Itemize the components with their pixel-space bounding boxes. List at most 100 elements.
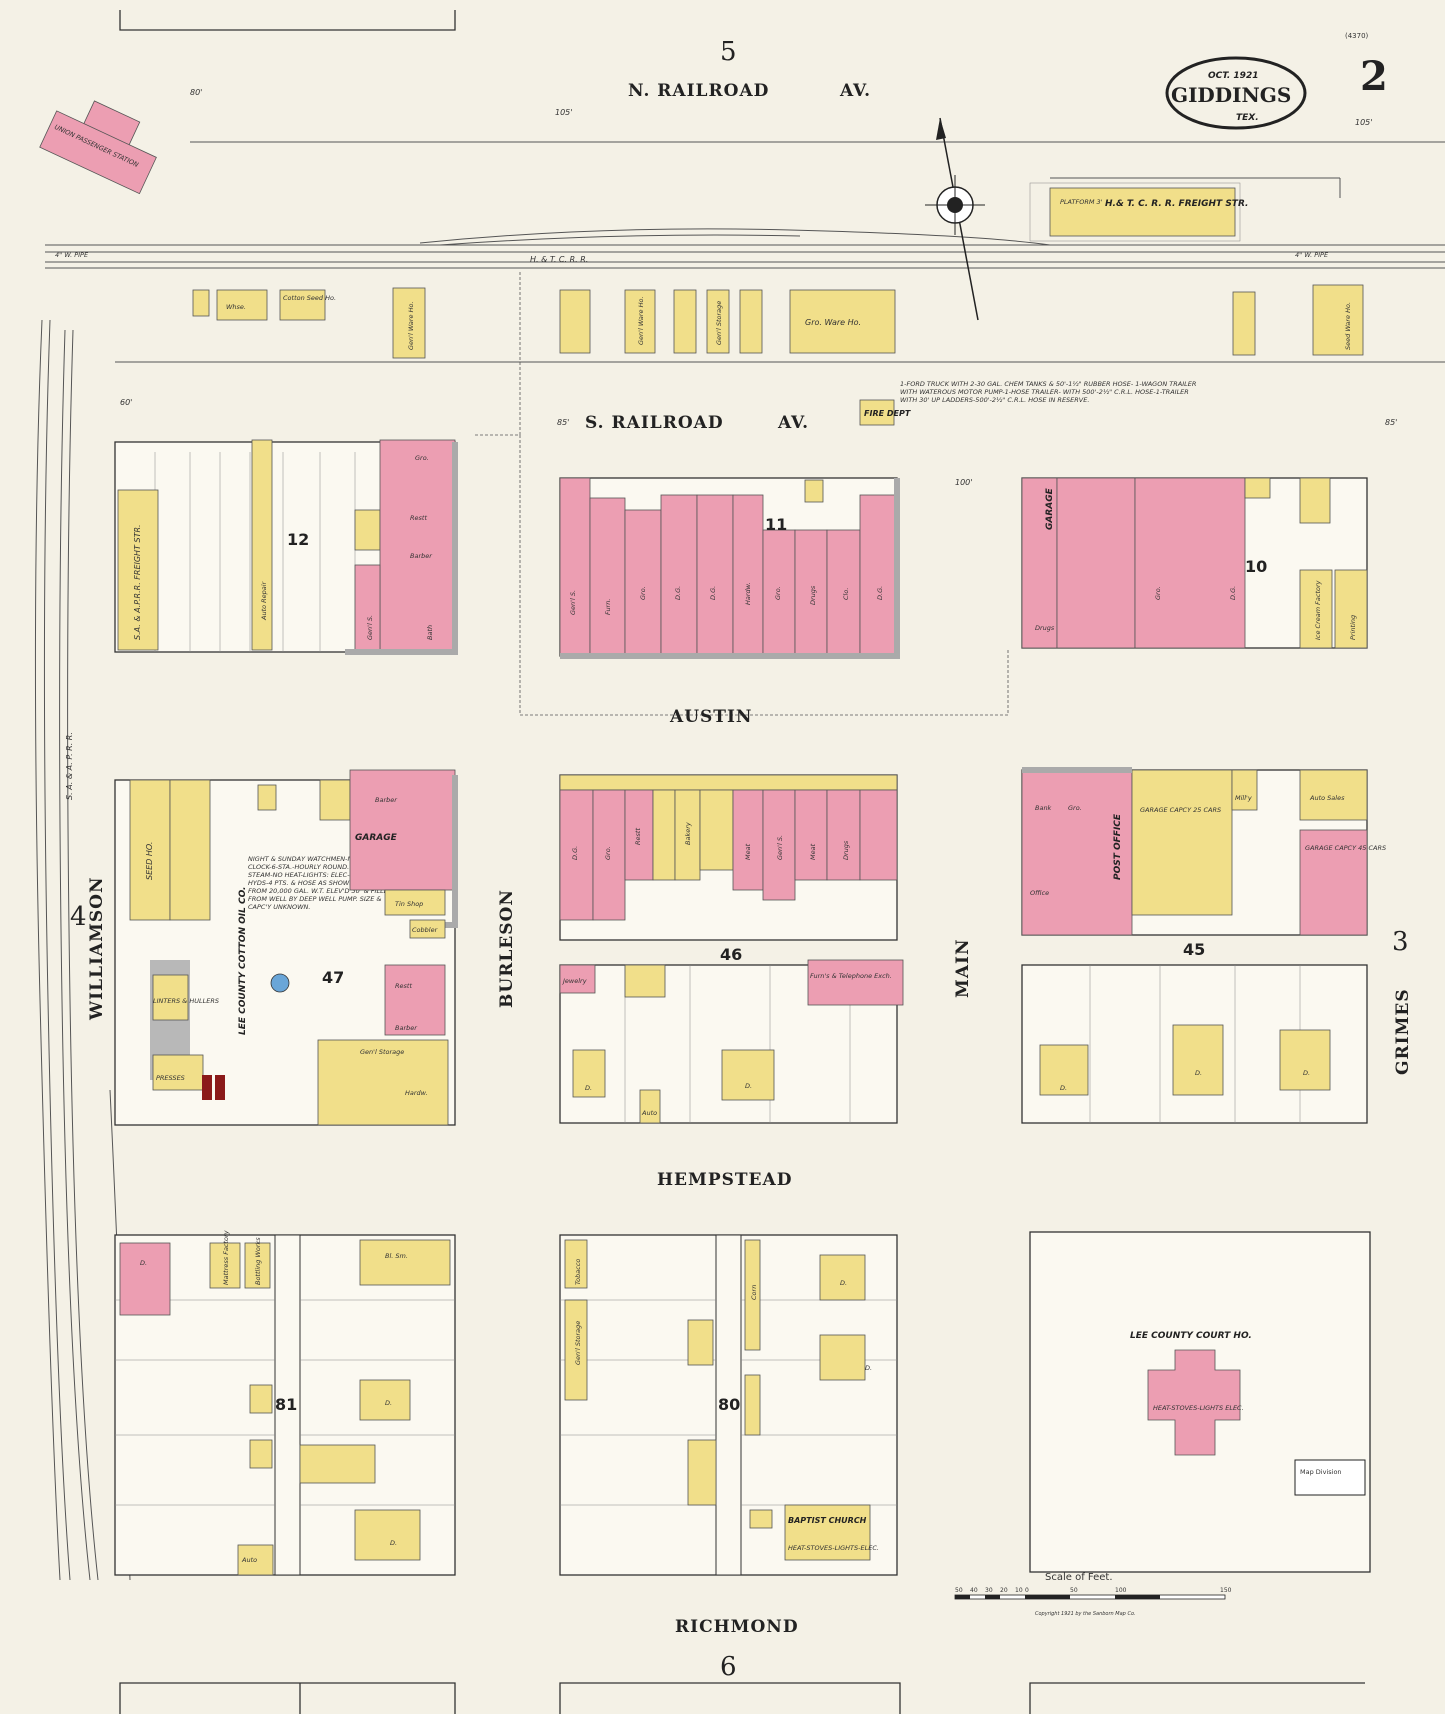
state-name: TEX.: [1236, 113, 1259, 123]
b81-auto: Auto: [241, 1556, 257, 1564]
scale-tick-label: 40: [970, 1587, 978, 1594]
jewelry-label: Jewelry: [561, 977, 587, 985]
tin-shop-label: Tin Shop: [395, 900, 423, 908]
block-number-46: 46: [720, 945, 742, 964]
b12-gen-s: Gen'l S.: [366, 615, 374, 640]
city-name: GIDDINGS: [1171, 83, 1291, 107]
b11-gro-2: Gro.: [774, 586, 782, 600]
b46-dwelling-1: D.: [585, 1084, 592, 1092]
b46-bakery: Bakery: [684, 822, 692, 845]
fire-dept-note: 1-FORD TRUCK WITH 2-30 GAL. CHEM TANKS &…: [900, 380, 1197, 404]
b80-dwelling-1: D.: [840, 1279, 847, 1287]
freight-str-label: H.& T. C. R. R. FREIGHT STR.: [1105, 199, 1248, 209]
block-10: GARAGE Ice Cream Factory Printing Drugs …: [1021, 477, 1368, 649]
cotton-oil-label: LEE COUNTY COTTON OIL CO.: [238, 887, 248, 1035]
court-house-building: [1147, 1349, 1241, 1456]
street-width-85: 85': [1385, 418, 1397, 427]
scale-tick-label: 150: [1220, 1587, 1232, 1594]
b47-barber-2: Barber: [395, 1024, 418, 1032]
b46-drugs: Drugs: [842, 840, 850, 860]
b45-garage-b: GARAGE CAPCY 45 CARS: [1305, 844, 1386, 852]
b11-drugs: Drugs: [809, 585, 817, 605]
b45-dwelling-1: D.: [1060, 1084, 1067, 1092]
block-45: Bank Office Gro. POST OFFICE GARAGE CAPC…: [1021, 767, 1386, 959]
pipe-label-east: 4" W. PIPE: [1295, 251, 1329, 259]
scale-tick-label: 20: [1000, 1587, 1008, 1594]
north-neighbor-block: [119, 10, 456, 31]
bottling-label: Bottling Works: [254, 1237, 262, 1285]
ice-cream-label: Ice Cream Factory: [1314, 580, 1322, 640]
hatc-freight-station: PLATFORM 3' H.& T. C. R. R. FREIGHT STR.: [1029, 182, 1248, 242]
street-austin: AUSTIN: [669, 707, 752, 727]
b81-dwelling-3: D.: [390, 1539, 397, 1547]
fire-dept-label: FIRE DEPT: [864, 409, 911, 418]
block-number-11: 11: [765, 515, 787, 534]
b80-dwelling-2: D.: [865, 1364, 872, 1372]
water-tank-icon: [270, 973, 290, 993]
seed-ho-label: SEED HO.: [145, 842, 154, 880]
north-arrow-icon: [925, 117, 985, 321]
block-number-80: 80: [718, 1395, 740, 1414]
b12-bath: Bath: [426, 625, 434, 640]
court-house-note: HEAT-STOVES-LIGHTS ELEC.: [1153, 1404, 1244, 1412]
block-46: D.G. Gro. Restt Bakery Meat Gen'l S. Mea…: [559, 774, 898, 964]
b46-dwelling-2: D.: [745, 1082, 752, 1090]
genl-ware-label-2: Gen'l Ware Ho.: [637, 296, 645, 345]
catalog-ref: (4370): [1345, 32, 1369, 40]
block-80: Tobacco Gen'l Storage Corn D. D. BAPTIST…: [559, 1234, 898, 1576]
court-house-block: LEE COUNTY COURT HO. HEAT-STOVES-LIGHTS …: [1029, 1231, 1371, 1573]
street-n-railroad-suffix: AV.: [839, 81, 871, 101]
sa-freight-label: S.A. & A.P.R.R. FREIGHT STR.: [133, 524, 142, 640]
mattress-label: Mattress Factory: [222, 1230, 230, 1285]
b46-meat-2: Meat: [809, 843, 817, 860]
street-width-85-b: 85': [557, 418, 569, 427]
b11-clo: Clo.: [842, 588, 850, 600]
street-richmond: RICHMOND: [675, 1617, 799, 1637]
warehouse-row: Whse. Cotton Seed Ho. Gen'l Ware Ho. Gen…: [192, 284, 1364, 359]
b11-gen-s: Gen'l S.: [569, 590, 577, 615]
block-number-12: 12: [287, 530, 309, 549]
millinery-label: Mill'y: [1235, 794, 1252, 802]
b10-garage: GARAGE: [1045, 487, 1055, 530]
sheet-number: 2: [1360, 53, 1388, 100]
b81-dwelling-2: D.: [385, 1399, 392, 1407]
pipe-label-west: 4" W. PIPE: [55, 251, 89, 259]
b11-dg-2: D.G.: [709, 586, 717, 600]
block-number-81: 81: [275, 1395, 297, 1414]
b46-gen-s: Gen'l S.: [776, 835, 784, 860]
adjoining-sheet-east: 3: [1392, 927, 1409, 957]
platform-label: PLATFORM 3': [1060, 198, 1103, 206]
block-11: Gen'l S. Furn. Gro. D.G. D.G. Hardw. Gro…: [559, 477, 900, 659]
b47-garage: GARAGE: [355, 833, 398, 843]
b12-gro: Gro.: [415, 454, 429, 462]
auto-repair-label: Auto Repair: [260, 580, 268, 621]
street-width-105-b: 105': [555, 108, 572, 117]
sa-railroad-tracks: S. A. & A. P. R. R.: [34, 319, 131, 1581]
adjoining-sheet-north: 5: [720, 37, 737, 67]
b11-dg-3: D.G.: [876, 586, 884, 600]
scale-tick-label: 0: [1025, 1587, 1029, 1594]
scale-tick-label: 30: [985, 1587, 993, 1594]
block-12: S.A. & A.P.R.R. FREIGHT STR. Auto Repair…: [114, 439, 458, 655]
block-number-10: 10: [1245, 557, 1267, 576]
b46-restt: Restt: [634, 828, 642, 845]
street-width-80: 80': [190, 88, 202, 97]
adjoining-sheet-west: 4: [70, 902, 87, 932]
street-hempstead: HEMPSTEAD: [657, 1170, 792, 1190]
map-date: OCT. 1921: [1208, 71, 1258, 81]
water-pipe: [475, 270, 1009, 716]
b45-garage-a: GARAGE CAPCY 25 CARS: [1140, 806, 1221, 814]
b11-hardw: Hardw.: [744, 582, 752, 605]
scale-title: Scale of Feet.: [1045, 1572, 1113, 1583]
b81-dwelling-1: D.: [140, 1259, 147, 1267]
night-watch-note: NIGHT & SUNDAY WATCHMEN-NEWMAN CLOCK-6-S…: [248, 855, 393, 911]
gen-storage-label: Gen'l Storage: [715, 301, 723, 345]
south-neighbor-blocks: [119, 1682, 1365, 1714]
railroad-corridor: H. & T. C. R. R. 4" W. PIPE 4" W. PIPE: [45, 141, 1445, 363]
title-cartouche: OCT. 1921 GIDDINGS TEX.: [1165, 56, 1307, 130]
b46-meat: Meat: [744, 843, 752, 860]
b46-gro: Gro.: [604, 846, 612, 860]
b45-dwelling-3: D.: [1303, 1069, 1310, 1077]
b46-auto: Auto: [641, 1109, 657, 1117]
